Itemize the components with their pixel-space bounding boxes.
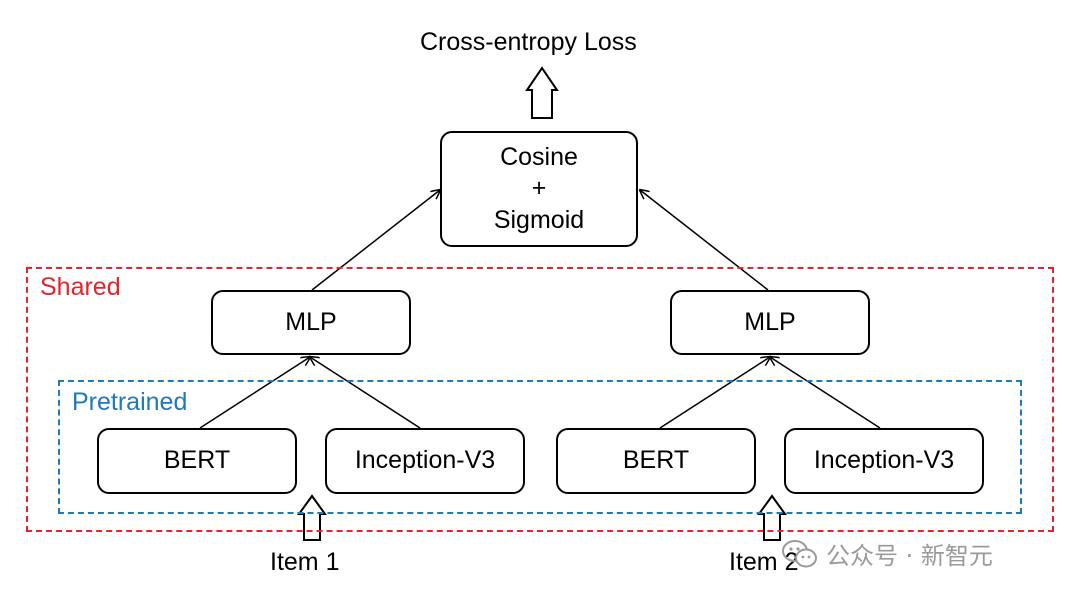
loss-label: Cross-entropy Loss [420,28,637,56]
left-bert-to-mlp-arrow [199,357,310,429]
right-mlp-node: MLP [670,290,870,355]
item1-hollow-arrow [297,494,327,541]
left-inception-to-mlp-arrow [310,357,421,429]
pretrained-region [58,380,1022,514]
left-mlp-to-cosine-arrow [311,190,440,291]
output-hollow-arrow [525,66,559,119]
wechat-icon [782,539,818,569]
item1-label: Item 1 [270,548,340,576]
right-inception-to-mlp-arrow [770,357,881,429]
right-inception-node: Inception-V3 [784,428,984,494]
shared-label: Shared [40,273,121,301]
watermark: 公众号 · 新智元 [782,536,993,571]
left-mlp-node: MLP [211,290,411,355]
item2-hollow-arrow [757,494,787,541]
right-mlp-to-cosine-arrow [640,190,769,291]
item2-label: Item 2 [729,548,799,576]
right-bert-to-mlp-arrow [659,357,770,429]
left-inception-node: Inception-V3 [325,428,525,494]
pretrained-label: Pretrained [72,388,188,416]
cosine-sigmoid-node: Cosine + Sigmoid [440,131,638,247]
combine-line-sigmoid: Sigmoid [493,205,585,234]
shared-region [26,267,1054,532]
combine-line-plus: + [531,174,547,203]
right-bert-node: BERT [556,428,756,494]
left-bert-node: BERT [97,428,297,494]
combine-line-cosine: Cosine [500,143,578,172]
watermark-text: 公众号 · 新智元 [826,542,993,570]
